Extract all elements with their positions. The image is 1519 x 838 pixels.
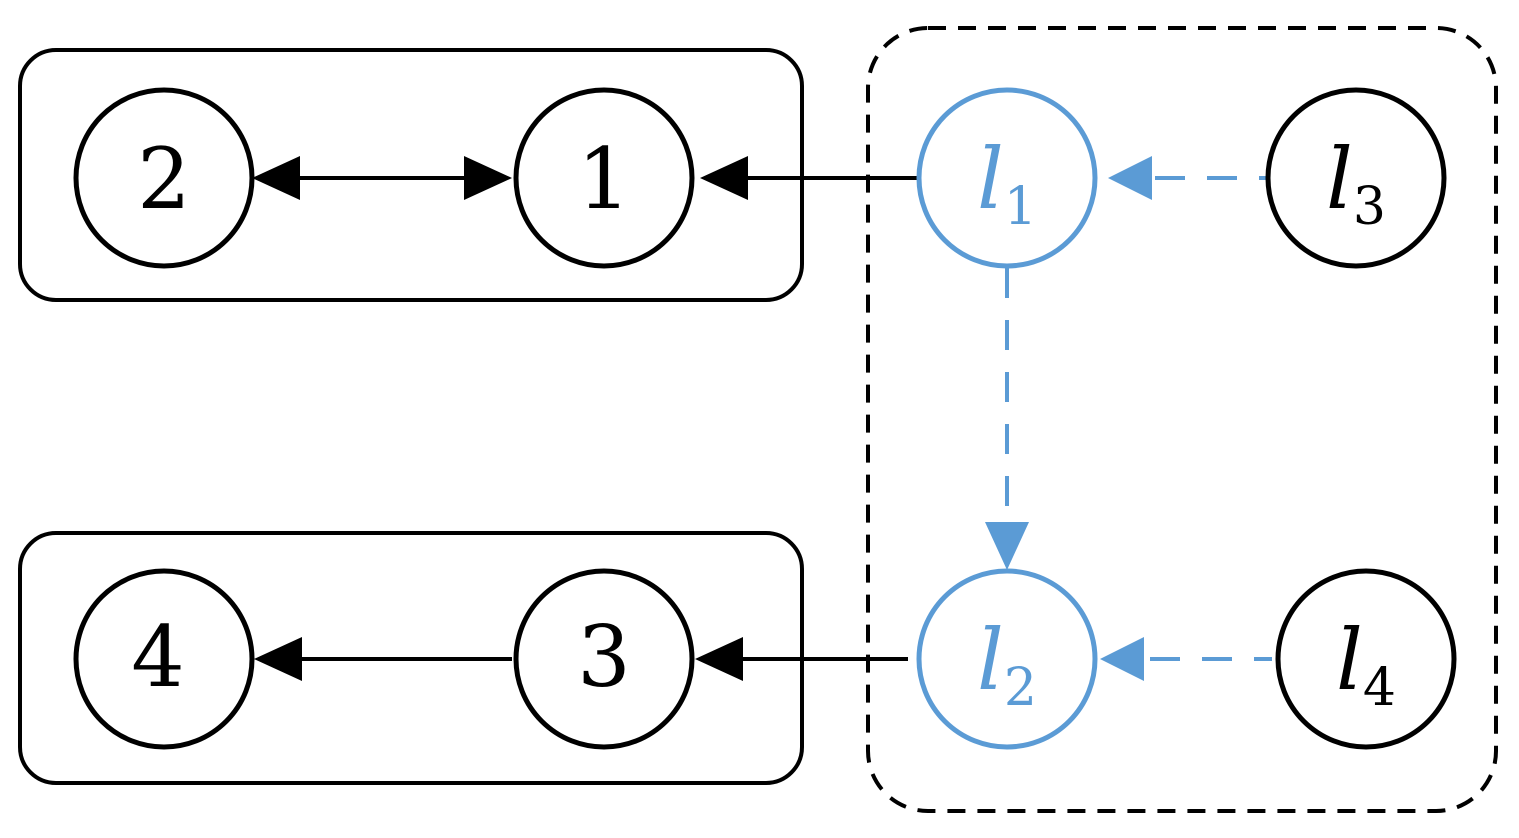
node-l1-label: l1 <box>977 130 1037 237</box>
arrowhead-l4-to-l2 <box>1100 637 1144 681</box>
node-l3: l3 <box>1265 87 1447 269</box>
node-l4: l4 <box>1275 568 1457 750</box>
arrowhead-to-2 <box>252 156 300 200</box>
arrowhead-l3-to-l1 <box>1108 156 1152 200</box>
group-box-dashed <box>866 26 1498 813</box>
group-box-top <box>18 48 804 302</box>
node-l3-subscript: 3 <box>1353 177 1386 237</box>
node-1-label: 1 <box>577 130 630 228</box>
node-3-label: 3 <box>577 608 630 706</box>
node-l2-subscript: 2 <box>1004 658 1037 718</box>
node-l4-subscript: 4 <box>1363 658 1396 718</box>
node-l3-label: l3 <box>1326 130 1386 237</box>
node-l1: l1 <box>916 87 1098 269</box>
node-1: 1 <box>513 87 695 269</box>
node-2-label: 2 <box>137 130 190 228</box>
arrowhead-to-4 <box>254 637 302 681</box>
node-l2-label: l2 <box>977 611 1037 718</box>
arrowhead-to-1 <box>464 156 512 200</box>
node-3: 3 <box>513 568 695 750</box>
arrowhead-l2-to-3 <box>695 637 743 681</box>
node-l1-base: l <box>977 130 1004 228</box>
node-l4-label: l4 <box>1336 611 1396 718</box>
node-4: 4 <box>73 568 255 750</box>
node-l3-base: l <box>1326 130 1353 228</box>
node-2: 2 <box>73 87 255 269</box>
node-l2-base: l <box>977 611 1004 709</box>
node-l2: l2 <box>916 568 1098 750</box>
node-l4-base: l <box>1336 611 1363 709</box>
node-l1-subscript: 1 <box>1004 177 1037 237</box>
arrowhead-l1-to-l2 <box>985 522 1029 570</box>
node-4-label: 4 <box>131 608 184 706</box>
arrowhead-l1-to-1 <box>700 156 748 200</box>
